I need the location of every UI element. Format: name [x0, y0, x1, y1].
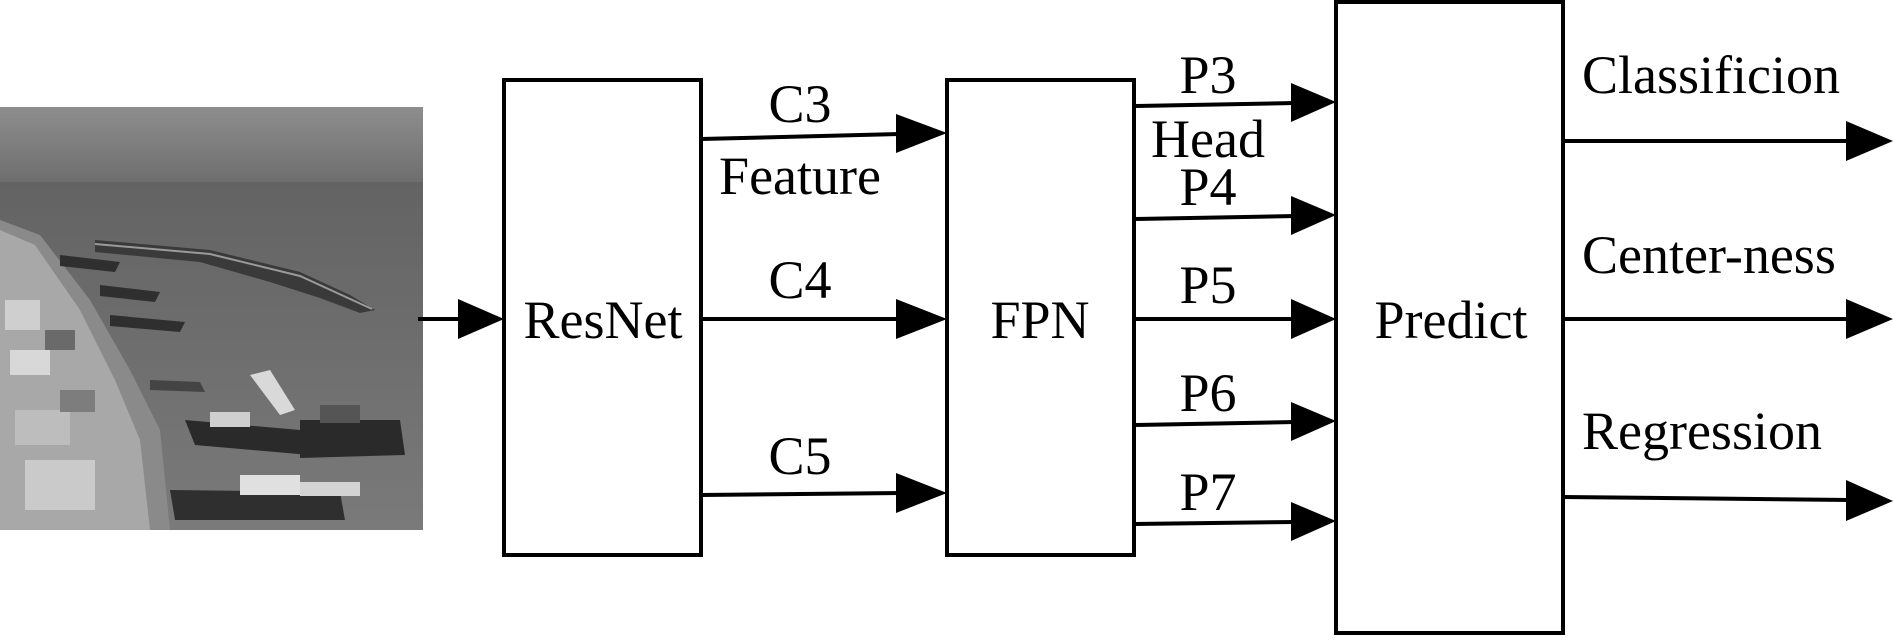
c5-label: C5 — [768, 426, 831, 486]
arrow-p7 — [1133, 502, 1336, 541]
predict-block: Predict — [1334, 0, 1565, 635]
p3-label: P3 — [1179, 45, 1236, 105]
arrow-centerness — [1563, 299, 1893, 339]
arrow-p4 — [1133, 196, 1336, 235]
p4-label: P4 — [1179, 157, 1236, 217]
arrow-p3 — [1133, 83, 1336, 122]
regression-label: Regression — [1582, 401, 1822, 461]
resnet-block: ResNet — [502, 78, 703, 557]
fpn-block: FPN — [945, 78, 1136, 557]
arrow-c3 — [700, 114, 947, 153]
centerness-label: Center-ness — [1582, 225, 1836, 285]
p6-label: P6 — [1179, 363, 1236, 423]
arrows — [418, 83, 1893, 541]
arrow-classification — [1563, 121, 1893, 161]
arrow-regression — [1562, 480, 1893, 521]
resnet-label: ResNet — [524, 290, 683, 350]
head-label: Head — [1151, 109, 1265, 169]
p7-label: P7 — [1179, 462, 1236, 522]
fpn-label: FPN — [990, 290, 1089, 350]
feature-label: Feature — [719, 146, 881, 206]
classification-label: Classificion — [1582, 45, 1840, 105]
labels: C3 Feature C4 C5 P3 Head P4 P5 P6 P7 Cla… — [719, 45, 1840, 522]
c3-label: C3 — [768, 74, 831, 134]
arrow-input-to-resnet — [418, 299, 504, 339]
c4-label: C4 — [768, 250, 831, 310]
harbor-photo-icon — [0, 107, 423, 530]
arrow-p6 — [1133, 402, 1336, 441]
p5-label: P5 — [1179, 255, 1236, 315]
predict-label: Predict — [1375, 290, 1528, 350]
arrow-p5 — [1134, 299, 1336, 339]
arrow-c4 — [701, 299, 947, 339]
arrow-c5 — [700, 473, 947, 513]
